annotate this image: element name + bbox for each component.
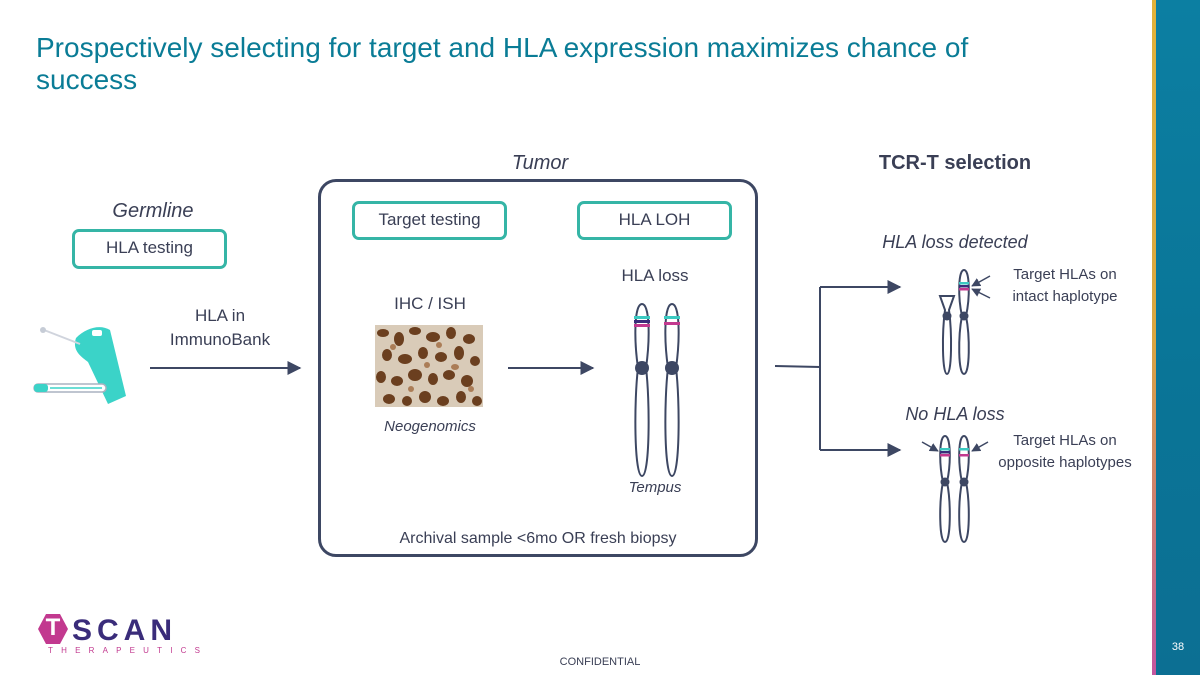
sidebar-accent-line bbox=[1152, 0, 1156, 675]
page-title: Prospectively selecting for target and H… bbox=[36, 32, 969, 95]
detected-note-line2: intact haplotype bbox=[1012, 288, 1118, 305]
hla-immunobank-line2: ImmunoBank bbox=[169, 330, 271, 349]
tcr-selection-label: TCR-T selection bbox=[878, 152, 1032, 174]
chromosome-icon bbox=[938, 268, 970, 376]
logo-letter: T bbox=[45, 614, 61, 641]
tempus-label: Tempus bbox=[628, 479, 682, 496]
chromosome-icon bbox=[939, 434, 970, 544]
germline-label: Germline bbox=[112, 200, 194, 222]
sidebar-band bbox=[1156, 0, 1200, 675]
hexagon-logo-icon bbox=[38, 614, 68, 644]
ihc-stain-image bbox=[375, 325, 483, 407]
hla-loh-button[interactable]: HLA LOH bbox=[577, 201, 732, 240]
logo-wordmark: SCAN bbox=[72, 614, 178, 647]
tumor-label: Tumor bbox=[511, 152, 569, 174]
tumor-box bbox=[318, 179, 758, 557]
noloss-note-line2: opposite haplotypes bbox=[998, 454, 1132, 471]
chromosome-icon bbox=[634, 302, 680, 478]
hla-loss-label: HLA loss bbox=[621, 266, 689, 285]
no-hla-loss-label: No HLA loss bbox=[905, 404, 1005, 424]
hand-with-swab-and-tube-icon bbox=[33, 327, 126, 404]
neogenomics-label: Neogenomics bbox=[384, 418, 476, 435]
connector-arrows bbox=[150, 280, 902, 457]
hla-immunobank-line1: HLA in bbox=[194, 306, 246, 325]
pointer-arrows bbox=[921, 275, 991, 452]
sample-note: Archival sample <6mo OR fresh biopsy bbox=[399, 530, 677, 547]
noloss-note-line1: Target HLAs on bbox=[1013, 432, 1117, 449]
detected-note-line1: Target HLAs on bbox=[1013, 266, 1117, 283]
confidential-footer: CONFIDENTIAL bbox=[559, 656, 641, 668]
hla-loss-detected-label: HLA loss detected bbox=[882, 232, 1028, 252]
page-number: 38 bbox=[1171, 641, 1185, 653]
logo-subtitle: THERAPEUTICS bbox=[48, 646, 209, 655]
ihc-ish-label: IHC / ISH bbox=[394, 294, 466, 313]
target-testing-button[interactable]: Target testing bbox=[352, 201, 507, 240]
hla-testing-button[interactable]: HLA testing bbox=[72, 229, 227, 269]
